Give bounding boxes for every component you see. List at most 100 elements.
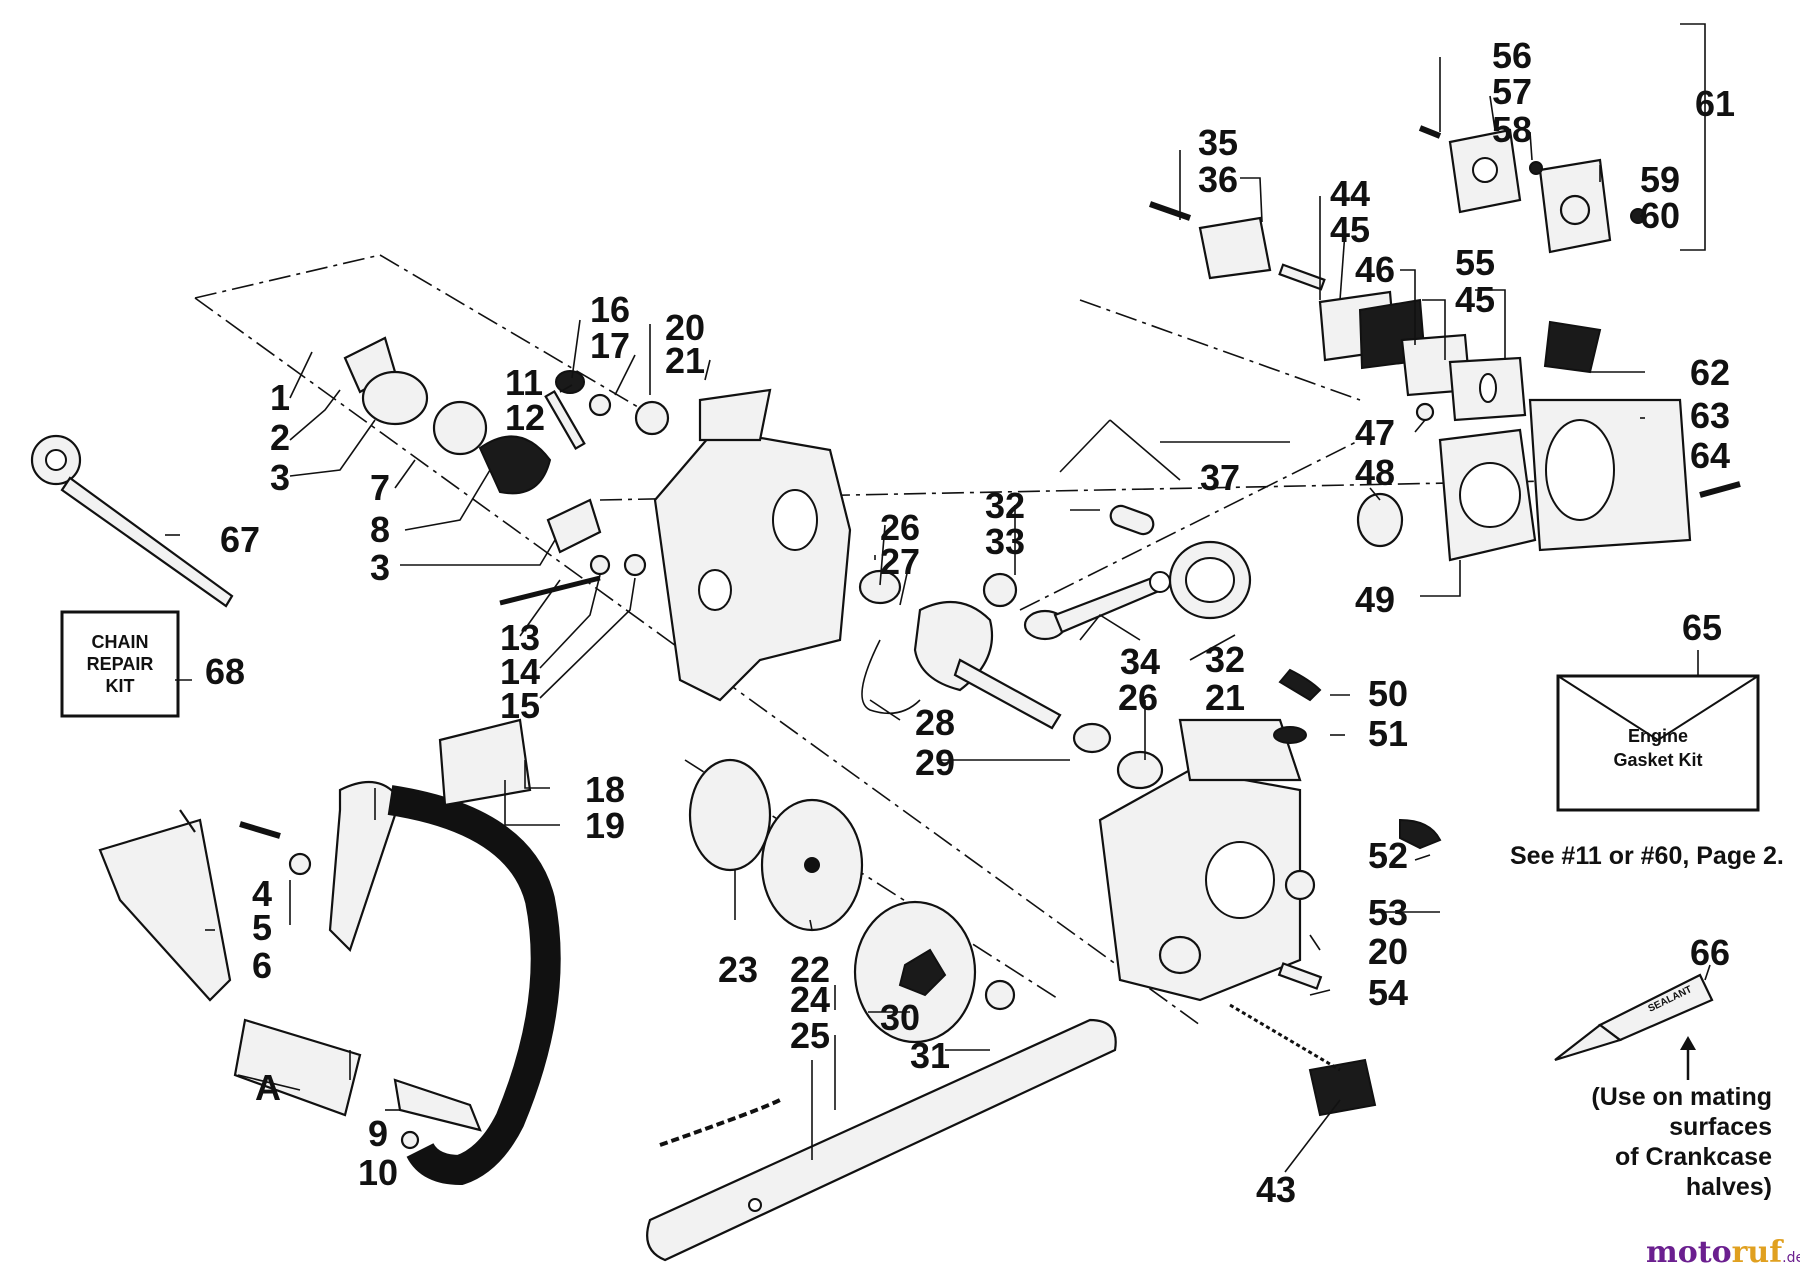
sealant-note-line1: (Use on mating (1591, 1083, 1772, 1111)
callout-27: 27 (880, 541, 920, 582)
callout-9: 9 (368, 1113, 388, 1154)
callout-54: 54 (1368, 972, 1408, 1013)
callout-29: 29 (915, 742, 955, 783)
part-sealant-tube: SEALANT (1554, 973, 1714, 1080)
callout-20-upper: 20 (665, 307, 705, 348)
chain-kit-line1: CHAIN (92, 632, 149, 652)
callout-20-lower: 20 (1368, 931, 1408, 972)
callout-4: 4 (252, 873, 272, 914)
callout-numbers: 1 2 3 7 8 3 11 12 13 14 15 16 17 20 21 1… (205, 35, 1735, 1210)
part-chain-repair-kit: CHAIN REPAIR KIT (60, 610, 180, 718)
callout-8: 8 (370, 509, 390, 550)
watermark-part1: moto (1646, 1235, 1732, 1270)
callout-59: 59 (1640, 159, 1680, 200)
see-note: See #11 or #60, Page 2. (1510, 842, 1784, 870)
svg-text:motoruf.de: motoruf.de (1646, 1235, 1800, 1270)
callout-44: 44 (1330, 173, 1370, 214)
callout-7: 7 (370, 467, 390, 508)
callout-6: 6 (252, 945, 272, 986)
part-top-cover-group (1418, 125, 1646, 254)
callout-56: 56 (1492, 35, 1532, 76)
callout-53: 53 (1368, 892, 1408, 933)
callout-15: 15 (500, 685, 540, 726)
part-carburetor-group (343, 336, 670, 606)
callout-36: 36 (1198, 159, 1238, 200)
callout-23: 23 (718, 949, 758, 990)
callout-25: 25 (790, 1015, 830, 1056)
callout-18: 18 (585, 769, 625, 810)
callout-62: 62 (1690, 352, 1730, 393)
part-crankcase-right (1098, 668, 1442, 1002)
callout-3-upper: 3 (270, 457, 290, 498)
callout-34: 34 (1120, 641, 1160, 682)
gasket-kit-line1: Engine (1628, 726, 1688, 746)
chain-kit-line2: REPAIR (87, 654, 154, 674)
callout-14: 14 (500, 651, 540, 692)
callout-26-lower: 26 (1118, 677, 1158, 718)
sealant-note-line4: halves) (1686, 1173, 1772, 1201)
callout-35: 35 (1198, 122, 1238, 163)
sealant-note-line3: of Crankcase (1615, 1143, 1772, 1171)
callout-26-upper: 26 (880, 507, 920, 548)
part-clutch-bar-group (646, 758, 1377, 1262)
callout-55: 55 (1455, 242, 1495, 283)
callout-21-lower: 21 (1205, 677, 1245, 718)
callout-63: 63 (1690, 395, 1730, 436)
callout-1: 1 (270, 377, 290, 418)
callout-47: 47 (1355, 412, 1395, 453)
callout-21-upper: 21 (665, 340, 705, 381)
callout-19: 19 (585, 805, 625, 846)
part-gasket-kit: Engine Gasket Kit (1556, 674, 1760, 812)
callout-58: 58 (1492, 109, 1532, 150)
callout-30: 30 (880, 997, 920, 1038)
callout-67: 67 (220, 519, 260, 560)
callout-52: 52 (1368, 835, 1408, 876)
sealant-note: (Use on mating surfaces of Crankcase hal… (1591, 1083, 1772, 1201)
callout-3-lower: 3 (370, 547, 390, 588)
part-wrench (30, 434, 234, 608)
part-cylinder-group (1356, 320, 1741, 562)
part-air-filter-group (1149, 201, 1527, 422)
watermark-logo: motoruf.de (1646, 1235, 1800, 1270)
callout-68: 68 (205, 651, 245, 692)
callout-45-lower: 45 (1455, 279, 1495, 320)
callout-31: 31 (910, 1035, 950, 1076)
watermark-part3: .de (1782, 1250, 1800, 1266)
callout-22: 22 (790, 949, 830, 990)
callout-5: 5 (252, 907, 272, 948)
callout-13: 13 (500, 617, 540, 658)
callout-16: 16 (590, 289, 630, 330)
callout-24: 24 (790, 979, 830, 1020)
gasket-kit-line2: Gasket Kit (1613, 750, 1702, 770)
callout-43: 43 (1256, 1169, 1296, 1210)
callout-66: 66 (1690, 932, 1730, 973)
callout-2: 2 (270, 417, 290, 458)
part-crankshaft-group (858, 504, 1252, 790)
leader-lines (165, 23, 1711, 1173)
callout-65: 65 (1682, 607, 1722, 648)
callout-32-upper: 32 (985, 485, 1025, 526)
callout-A: A (255, 1067, 281, 1108)
callout-10: 10 (358, 1152, 398, 1193)
part-crankcase-left (653, 388, 852, 702)
callout-51: 51 (1368, 713, 1408, 754)
part-handle-group (98, 718, 561, 1186)
callout-57: 57 (1492, 71, 1532, 112)
callout-11: 11 (505, 362, 543, 403)
callout-64: 64 (1690, 435, 1730, 476)
callout-46: 46 (1355, 249, 1395, 290)
callout-45-upper: 45 (1330, 209, 1370, 250)
callout-50: 50 (1368, 673, 1408, 714)
sealant-note-line2: surfaces (1669, 1113, 1772, 1141)
callout-17: 17 (590, 325, 630, 366)
watermark-part2: ruf (1732, 1235, 1785, 1270)
chain-kit-line3: KIT (106, 676, 135, 696)
callout-37: 37 (1200, 457, 1240, 498)
callout-28: 28 (915, 702, 955, 743)
callout-32-lower: 32 (1205, 639, 1245, 680)
callout-48: 48 (1355, 452, 1395, 493)
callout-49: 49 (1355, 579, 1395, 620)
callout-33: 33 (985, 521, 1025, 562)
callout-12: 12 (505, 397, 545, 438)
